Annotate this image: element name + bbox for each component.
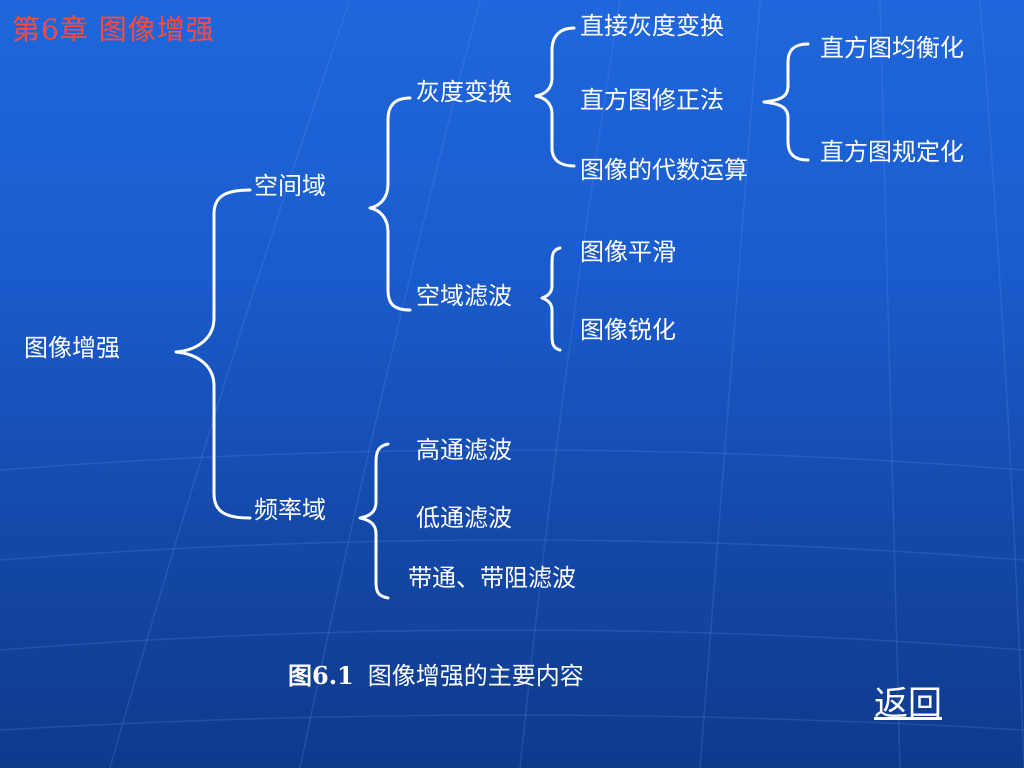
highpass-filter-node: 高通滤波 bbox=[416, 436, 512, 464]
algebraic-operation-node: 图像的代数运算 bbox=[580, 156, 748, 184]
image-smoothing-node: 图像平滑 bbox=[580, 238, 676, 266]
bandpass-bandstop-filter-node: 带通、带阻滤波 bbox=[408, 564, 576, 592]
frequency-brace bbox=[358, 442, 390, 600]
root-brace bbox=[174, 188, 252, 520]
root-node: 图像增强 bbox=[24, 334, 120, 362]
figure-caption-text: 图像增强的主要内容 bbox=[367, 662, 584, 690]
lowpass-filter-node: 低通滤波 bbox=[416, 504, 512, 532]
histogram-specification-node: 直方图规定化 bbox=[820, 138, 964, 166]
filter-brace bbox=[540, 246, 562, 352]
back-link[interactable]: 返回 bbox=[874, 684, 942, 724]
frequency-domain-node: 频率域 bbox=[254, 496, 326, 524]
figure-number: 图6.1 bbox=[288, 661, 354, 690]
figure-caption: 图6.1 图像增强的主要内容 bbox=[288, 656, 584, 691]
direct-gray-transform-node: 直接灰度变换 bbox=[580, 12, 724, 40]
gray-transform-node: 灰度变换 bbox=[416, 78, 512, 106]
histogram-equalization-node: 直方图均衡化 bbox=[820, 34, 964, 62]
chapter-title: 第6章 图像增强 bbox=[12, 13, 215, 46]
spatial-brace bbox=[368, 96, 412, 312]
gray-brace bbox=[534, 26, 576, 168]
spatial-filter-node: 空域滤波 bbox=[416, 282, 512, 310]
spatial-domain-node: 空间域 bbox=[254, 172, 326, 200]
histogram-modification-node: 直方图修正法 bbox=[580, 86, 724, 114]
histogram-brace bbox=[762, 42, 810, 162]
image-sharpening-node: 图像锐化 bbox=[580, 316, 676, 344]
